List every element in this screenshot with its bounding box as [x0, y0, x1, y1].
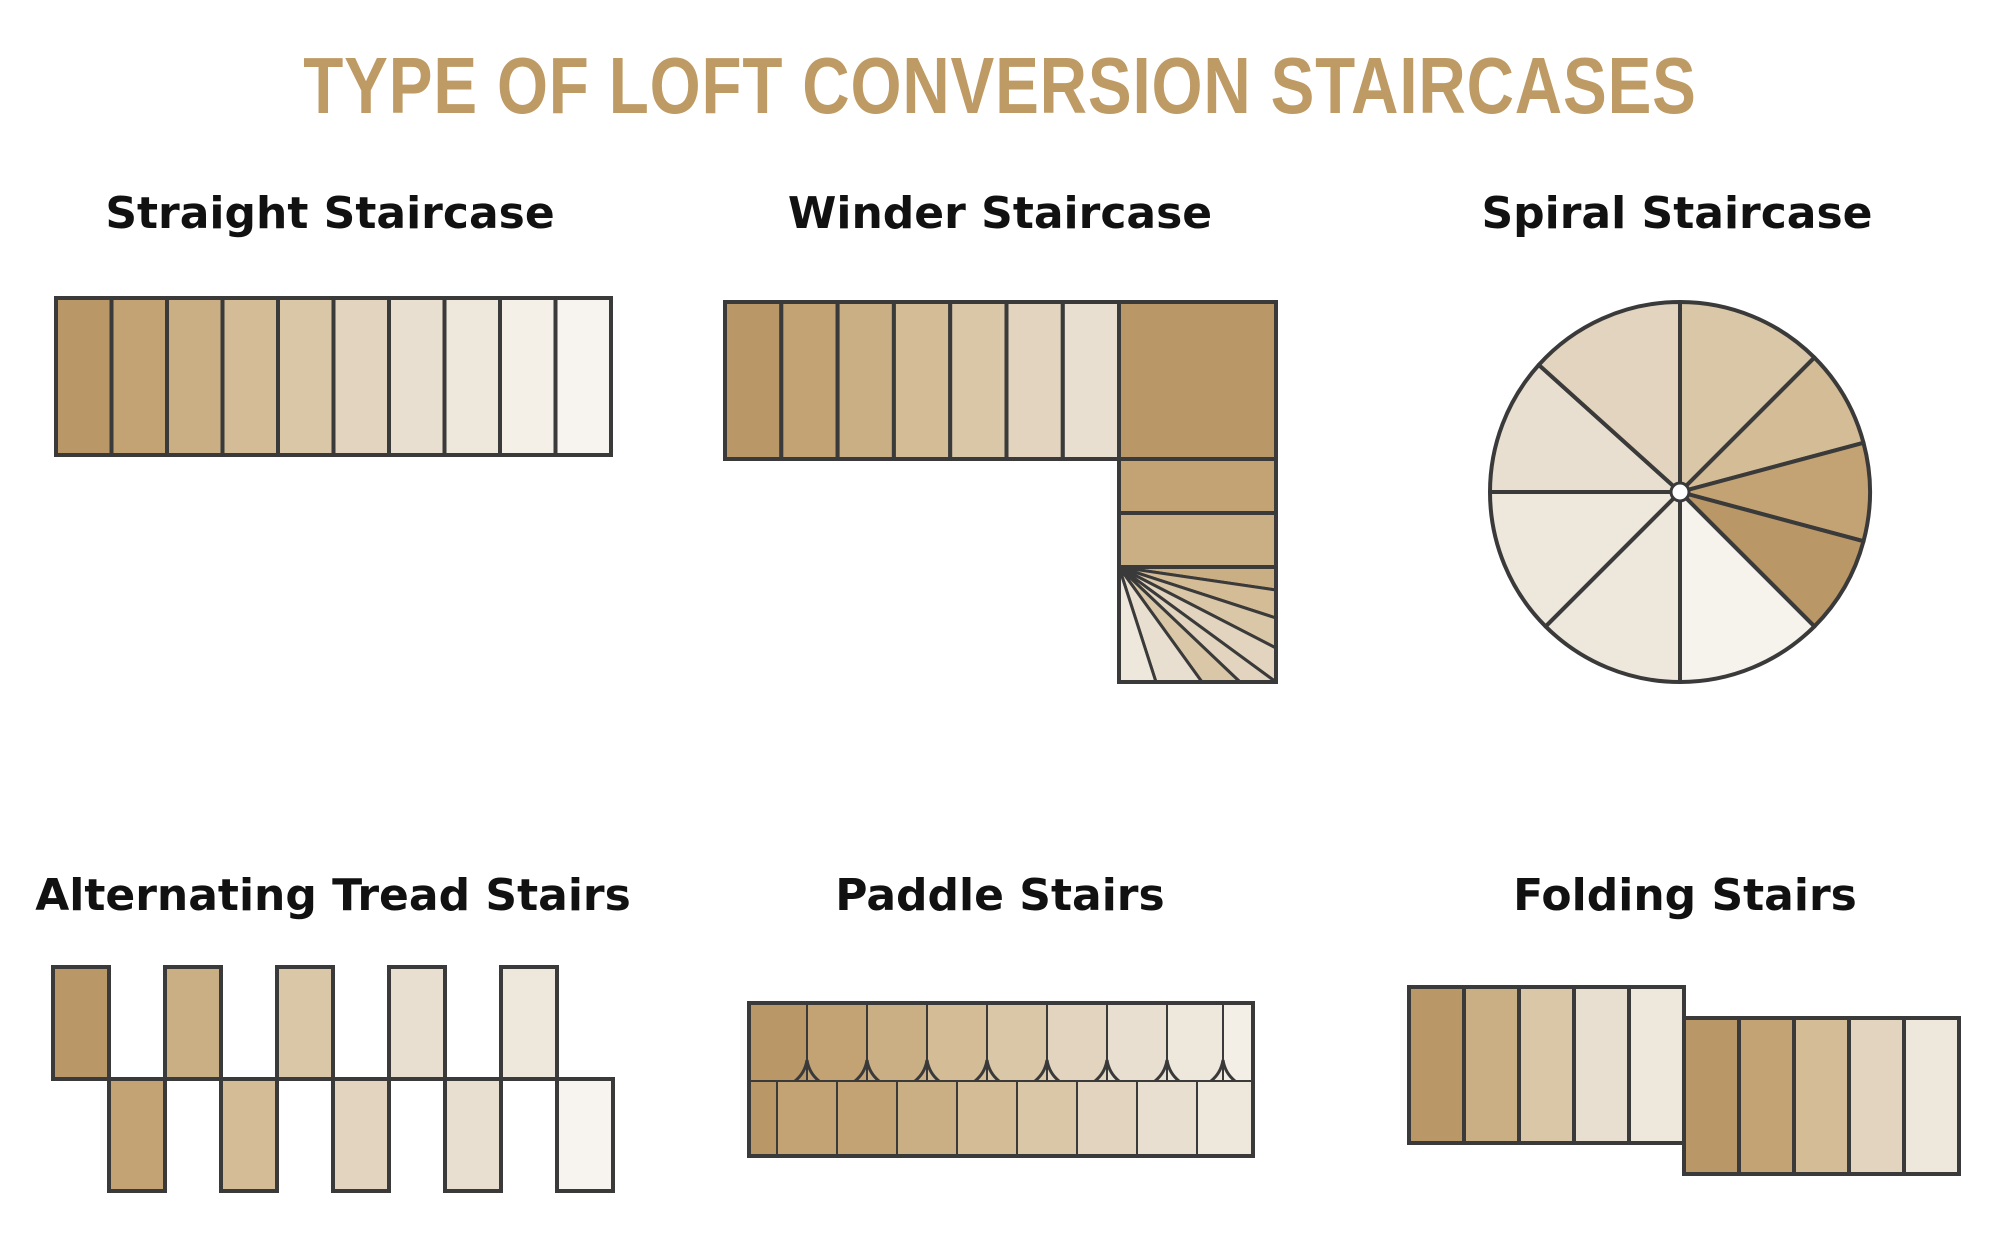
- alternating-tread-upper: [275, 965, 335, 1081]
- paddle-notch: [974, 1059, 1000, 1083]
- paddle-notch: [794, 1059, 820, 1083]
- spiral-tread: [1488, 362, 1682, 494]
- straight-staircase-diagram: [54, 296, 613, 457]
- winder-tread: [835, 300, 896, 461]
- paddle-notch: [1210, 1059, 1236, 1083]
- alternating-tread-diagram: [51, 965, 615, 1193]
- folding-tread-upper: [1462, 985, 1521, 1145]
- alternating-tread-lower: [555, 1077, 615, 1193]
- folding-stairs-label: Folding Stairs: [1513, 870, 1857, 921]
- folding-tread-upper: [1517, 985, 1576, 1145]
- paddle-notch: [914, 1059, 940, 1083]
- folding-tread-lower: [1847, 1016, 1906, 1176]
- folding-tread-upper: [1572, 985, 1631, 1145]
- paddle-tread-lower: [956, 1080, 1018, 1157]
- paddle-tread-upper: [806, 1002, 868, 1082]
- straight-tread: [220, 296, 280, 457]
- alternating-tread-upper: [499, 965, 559, 1081]
- straight-tread: [442, 296, 502, 457]
- winder-tread: [723, 300, 784, 461]
- winder-tread: [1004, 300, 1065, 461]
- paddle-tread-upper: [1106, 1002, 1168, 1082]
- alternating-tread-upper: [387, 965, 447, 1081]
- spiral-tread: [1543, 490, 1682, 685]
- winder-tread: [891, 300, 953, 461]
- straight-tread: [165, 296, 225, 457]
- paddle-tread-lower: [1196, 1080, 1254, 1157]
- spiral-tread: [1536, 300, 1682, 494]
- paddle-notch: [854, 1059, 880, 1083]
- paddle-tread-lower: [748, 1080, 778, 1157]
- page-title: TYPE OF LOFT CONVERSION STAIRCASES: [303, 41, 1697, 130]
- alternating-tread-lower: [219, 1077, 279, 1193]
- folding-tread-lower: [1737, 1016, 1796, 1176]
- paddle-outline: [747, 1001, 1255, 1158]
- alternating-tread-upper: [163, 965, 223, 1081]
- alternating-tread-stairs-label: Alternating Tread Stairs: [35, 870, 631, 921]
- winder-tread: [779, 300, 840, 461]
- alternating-tread-upper: [51, 965, 111, 1081]
- paddle-tread-upper: [1046, 1002, 1108, 1082]
- paddle-notch: [1154, 1059, 1180, 1083]
- folding-tread-upper: [1407, 985, 1466, 1145]
- folding-tread-upper: [1627, 985, 1686, 1145]
- spiral-tread: [1487, 490, 1682, 629]
- straight-tread: [387, 296, 447, 457]
- spiral-staircase-diagram: [1487, 299, 1872, 685]
- alternating-tread-lower: [443, 1077, 503, 1193]
- winder-tread: [1117, 457, 1278, 515]
- paddle-tread-upper: [866, 1002, 928, 1082]
- paddle-notch: [1034, 1059, 1060, 1083]
- winder-landing: [1117, 300, 1278, 461]
- paddle-tread-upper: [1166, 1002, 1224, 1082]
- folding-tread-lower: [1902, 1016, 1961, 1176]
- paddle-tread-lower: [1076, 1080, 1138, 1157]
- paddle-tread-lower: [1016, 1080, 1078, 1157]
- straight-tread: [331, 296, 391, 457]
- paddle-notch: [1094, 1059, 1120, 1083]
- paddle-tread-upper: [986, 1002, 1048, 1082]
- paddle-tread-lower: [1136, 1080, 1198, 1157]
- folding-stairs-diagram: [1407, 985, 1961, 1176]
- winder-tread: [1117, 511, 1278, 569]
- alternating-tread-lower: [331, 1077, 391, 1193]
- paddle-tread-upper: [926, 1002, 988, 1082]
- straight-tread: [109, 296, 169, 457]
- folding-tread-lower: [1682, 1016, 1741, 1176]
- paddle-tread-upper: [748, 1002, 808, 1082]
- paddle-stairs-diagram: [747, 1001, 1255, 1158]
- winder-staircase-label: Winder Staircase: [787, 188, 1213, 239]
- alternating-tread-lower: [107, 1077, 167, 1193]
- spiral-tread: [1678, 490, 1817, 685]
- straight-staircase-label: Straight Staircase: [105, 188, 555, 239]
- straight-tread: [54, 296, 114, 457]
- paddle-stairs-label: Paddle Stairs: [835, 870, 1165, 921]
- winder-staircase-diagram: [723, 300, 1278, 684]
- winder-tread: [1060, 300, 1122, 461]
- winder-tread: [948, 300, 1009, 461]
- spiral-tread: [1678, 299, 1817, 494]
- paddle-tread-lower: [896, 1080, 958, 1157]
- straight-tread: [498, 296, 558, 457]
- paddle-tread-lower: [836, 1080, 898, 1157]
- spiral-center-post: [1669, 481, 1691, 503]
- winder-fan-outline: [1117, 565, 1278, 684]
- straight-tread: [553, 296, 613, 457]
- paddle-tread-upper: [1222, 1002, 1254, 1082]
- straight-tread: [276, 296, 336, 457]
- folding-tread-lower: [1792, 1016, 1851, 1176]
- spiral-staircase-label: Spiral Staircase: [1481, 188, 1873, 239]
- paddle-tread-lower: [776, 1080, 838, 1157]
